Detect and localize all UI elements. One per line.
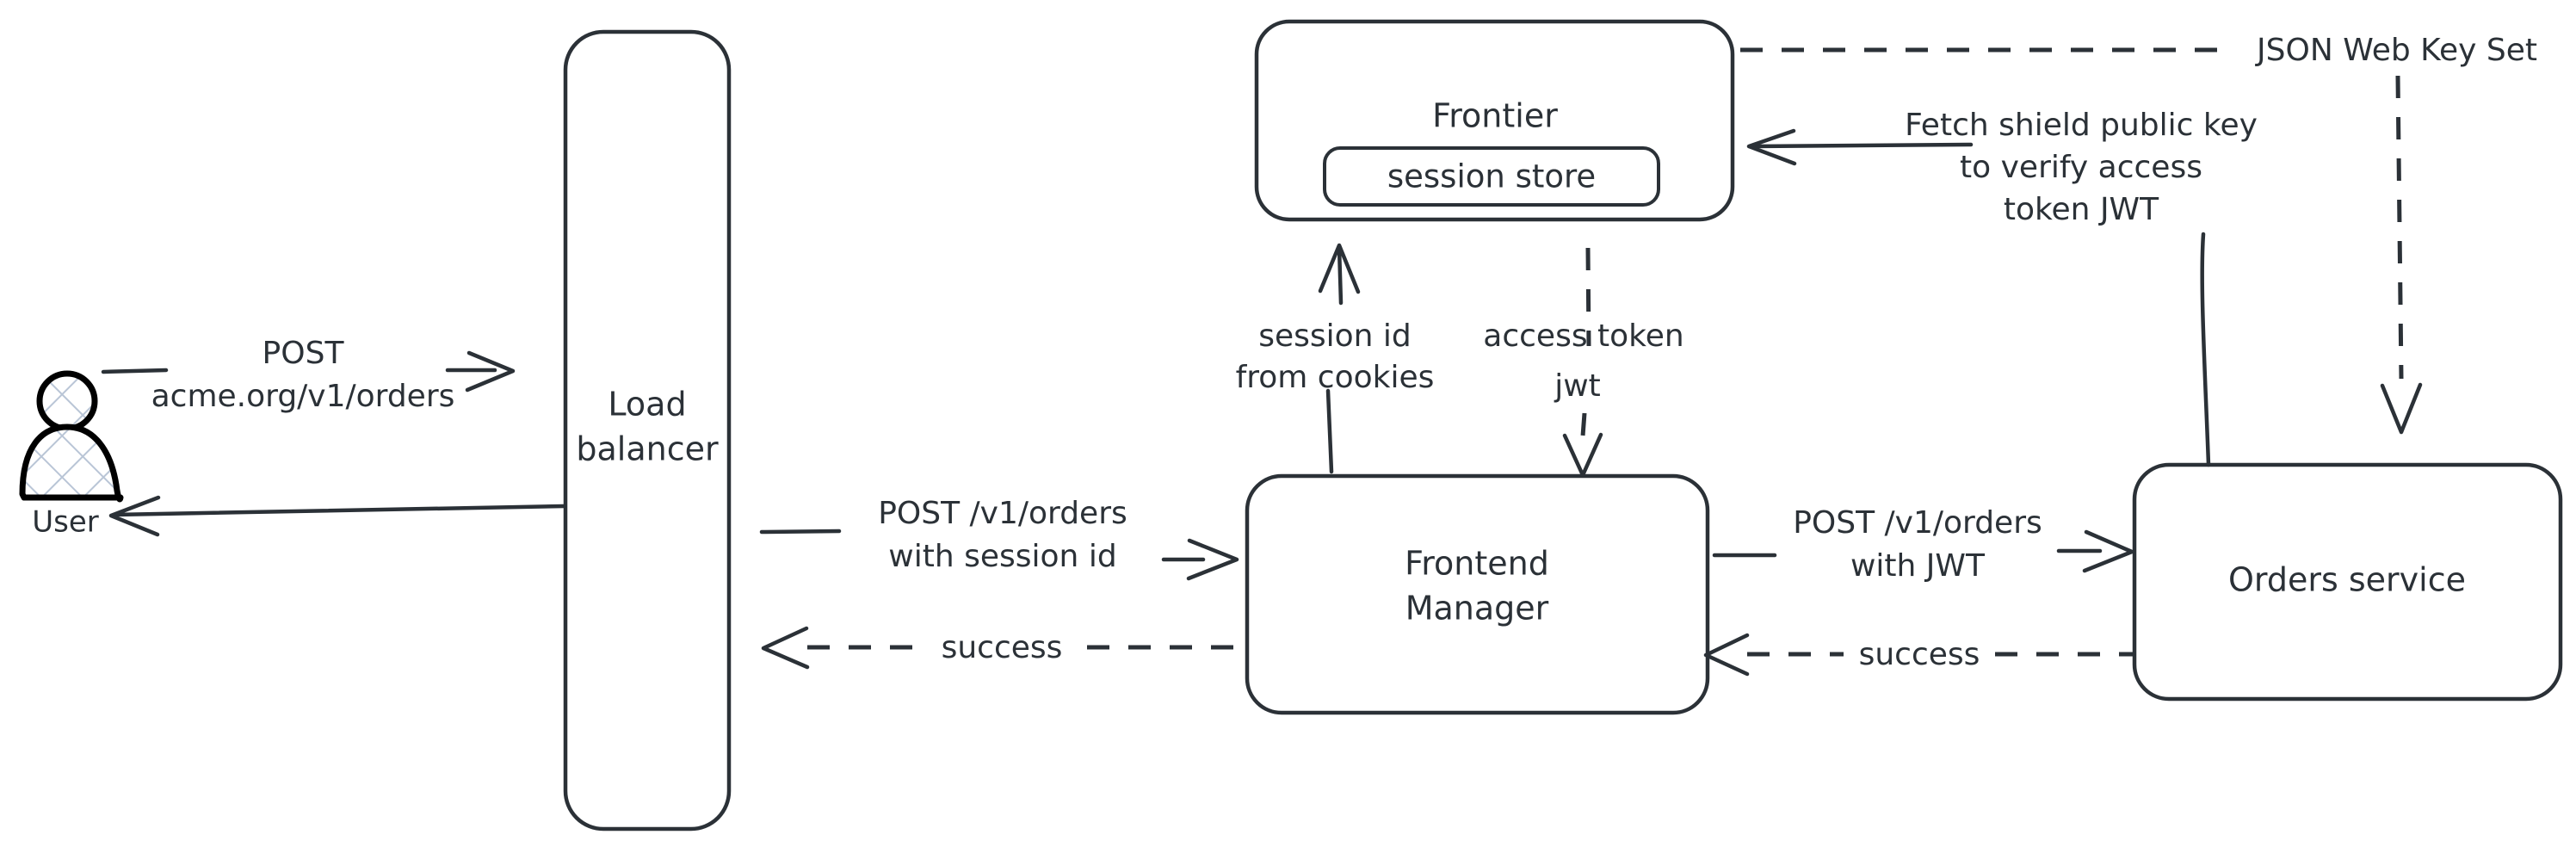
edge-frontier-to-fm-label-line2: jwt (1554, 368, 1601, 404)
node-user[interactable]: User (19, 370, 124, 540)
edge-fm-to-frontier-arrowhead (1318, 243, 1361, 294)
edge-fm-to-orders-label-line1: POST /v1/orders (1793, 505, 2042, 541)
edge-fm-to-frontier-line-bottom (1325, 388, 1334, 474)
edge-orders-to-frontier-curve (2200, 232, 2211, 467)
node-user-label: User (32, 505, 99, 540)
edge-lb-to-user-line (112, 504, 566, 517)
frontend-manager-label-line2: Manager (1405, 590, 1549, 628)
user-head-icon (36, 370, 98, 432)
edge-frontend-manager-to-lb-success[interactable]: success (761, 626, 1245, 670)
edge-user-to-lb-arrowhead (465, 350, 516, 393)
edge-orders-to-frontier-line (1750, 142, 1974, 149)
edge-lb-to-frontend-manager[interactable]: POST /v1/orders with session id (759, 496, 1239, 581)
edge-orders-to-frontier-arrowhead (1746, 128, 1797, 166)
session-store-box[interactable] (1323, 146, 1660, 207)
edge-frontier-to-fm-label-line1: access token (1483, 318, 1683, 354)
edge-orders-to-fm-arrowhead (1703, 633, 1750, 677)
edge-frontend-manager-to-frontier[interactable]: session id from cookies (1236, 243, 1435, 474)
edge-orders-to-frontier-fetch[interactable]: Fetch shield public key to verify access… (1746, 108, 2258, 467)
edge-jwks-line-vertical (2395, 75, 2404, 380)
edge-jwks-arrowhead (2380, 382, 2423, 435)
frontend-manager-label-line1: Frontend (1405, 545, 1549, 583)
edge-frontier-to-fm-line-top (1585, 247, 1591, 347)
node-load-balancer[interactable]: Load balancer (563, 29, 732, 832)
frontier-label: Frontier (1432, 97, 1558, 135)
edge-load-balancer-to-user[interactable] (108, 495, 566, 537)
edge-orders-to-frontier-label-line2: to verify access (1960, 150, 2202, 185)
edge-fm-to-lb-arrowhead (761, 626, 810, 670)
edge-lb-to-fm-line-left (759, 529, 842, 535)
user-body-icon (19, 424, 124, 503)
edge-user-to-lb-line (101, 368, 169, 374)
node-orders-service[interactable]: Orders service (2132, 462, 2563, 702)
edge-lb-to-user-arrowhead (108, 495, 161, 537)
edge-frontier-to-fm-line-bottom (1579, 412, 1587, 448)
edge-orders-to-fm-label: success (1859, 637, 1980, 672)
orders-service-box (2132, 462, 2563, 702)
edge-fm-to-orders-arrowhead (2082, 529, 2134, 573)
edge-user-to-lb-label-line1: POST (263, 336, 345, 371)
edge-fm-to-frontier-label-line2: from cookies (1236, 360, 1435, 395)
edge-jwks-label: JSON Web Key Set (2255, 33, 2537, 68)
load-balancer-box (563, 29, 732, 832)
session-store-label: session store (1387, 158, 1596, 195)
frontend-manager-box (1245, 473, 1710, 715)
edge-frontier-to-orders-jwks[interactable]: JSON Web Key Set (1740, 33, 2537, 435)
edge-orders-to-frontier-label-line3: token JWT (2004, 192, 2159, 227)
edge-orders-to-frontier-label-line1: Fetch shield public key (1905, 108, 2258, 143)
node-frontier[interactable]: Frontier session store (1254, 19, 1735, 222)
load-balancer-label-line2: balancer (576, 430, 719, 468)
edge-user-to-load-balancer[interactable]: POST acme.org/v1/orders (101, 336, 516, 414)
edge-frontier-to-frontend-manager[interactable]: access token jwt (1483, 247, 1684, 478)
edge-user-to-lb-label-line2: acme.org/v1/orders (151, 379, 455, 414)
edge-fm-to-orders-label-line2: with JWT (1850, 548, 1986, 584)
load-balancer-label-line1: Load (608, 386, 686, 424)
edge-orders-to-frontend-manager-success[interactable]: success (1703, 633, 2133, 677)
edge-lb-to-fm-arrowhead (1186, 538, 1239, 581)
orders-service-label: Orders service (2228, 561, 2466, 599)
node-frontend-manager[interactable]: Frontend Manager (1245, 473, 1710, 715)
edge-frontier-to-fm-arrowhead (1562, 432, 1603, 478)
edge-frontend-manager-to-orders[interactable]: POST /v1/orders with JWT (1712, 505, 2134, 584)
edge-lb-to-fm-label-line1: POST /v1/orders (878, 496, 1127, 531)
edge-fm-to-lb-label: success (942, 630, 1063, 665)
edge-lb-to-fm-label-line2: with session id (888, 539, 1116, 574)
edge-fm-to-frontier-line-top (1337, 245, 1344, 306)
edge-fm-to-frontier-label-line1: session id (1258, 318, 1412, 354)
